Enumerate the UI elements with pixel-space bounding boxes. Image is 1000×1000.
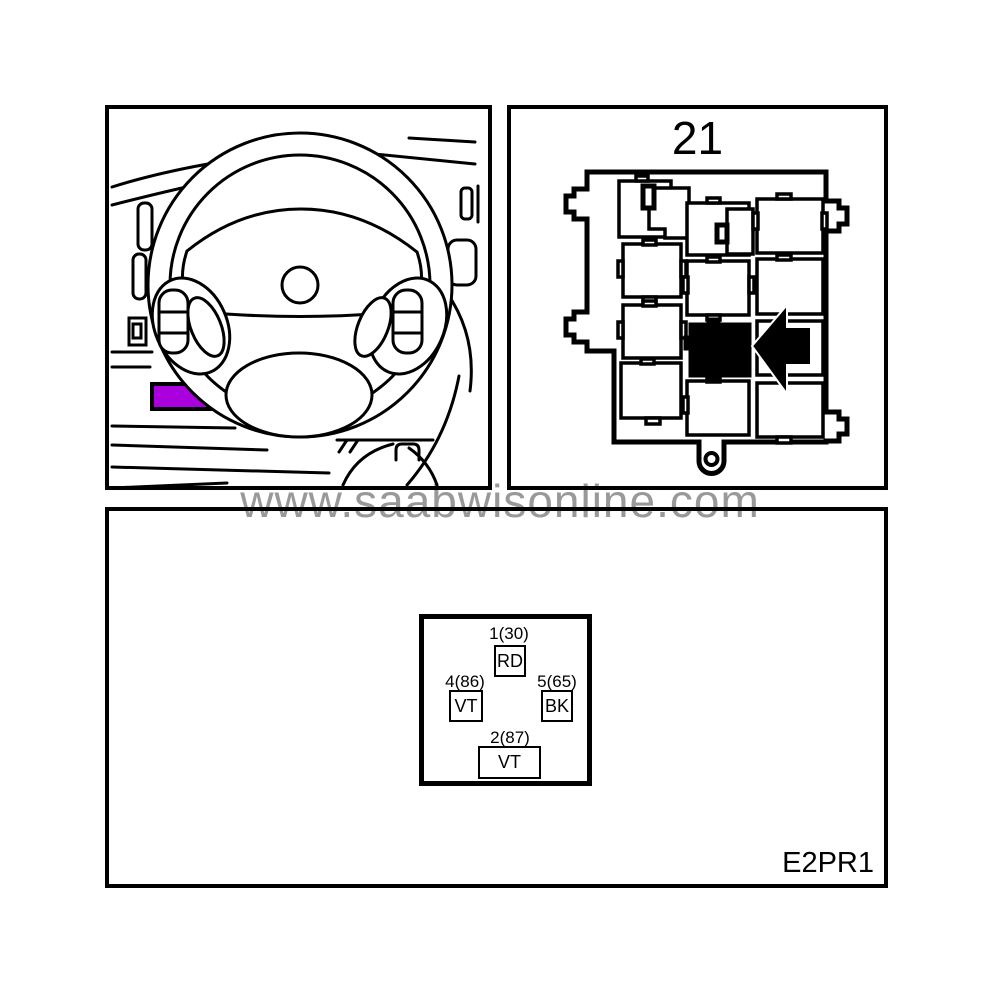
socket-tab [751, 211, 760, 231]
dash-left-lines [110, 350, 154, 369]
relay-box-illustration [563, 169, 850, 476]
socket-tab [616, 320, 625, 340]
socket-tab [775, 192, 793, 201]
mounting-hole [703, 451, 720, 467]
wire-color-box-87: VT [478, 746, 541, 779]
relay-socket [685, 259, 751, 317]
right-pod-dividers [391, 310, 424, 335]
wire-color-box-86: VT [449, 690, 483, 722]
right-switch-pod [391, 288, 424, 355]
horn-hub-circle [280, 265, 320, 305]
pin-label-87: 2(87) [490, 728, 530, 747]
left-vent-slot2 [131, 252, 148, 301]
socket-slot [640, 183, 657, 211]
pin-label-65: 5(65) [537, 672, 577, 691]
selected-relay-tab [706, 317, 721, 325]
relay-socket [621, 303, 683, 360]
lower-spoke-opening [224, 351, 374, 439]
pin-label-86: 4(86) [445, 672, 485, 691]
wire-color-box-65: BK [541, 690, 573, 722]
relay-socket [685, 379, 751, 437]
selected-relay-tab [683, 335, 691, 351]
relay-box-number: 21 [671, 112, 724, 164]
relay-socket [755, 197, 825, 255]
column-curve-left [341, 442, 395, 486]
airbag-pad-top [185, 207, 419, 254]
relay-socket [755, 257, 825, 316]
left-switch-pod [157, 288, 190, 355]
right-thumb-hole [353, 296, 393, 358]
watermark-text: www.saabwisonline.com [240, 475, 760, 527]
left-pod-dividers [157, 310, 190, 335]
left-thumb-hole [186, 296, 226, 358]
pin-label-30: 1(30) [489, 624, 529, 643]
socket-tab [775, 253, 793, 262]
socket-tab [820, 211, 829, 231]
left-switch-inner [131, 322, 143, 340]
arrow-left-icon [750, 302, 812, 398]
socket-slot [714, 222, 730, 245]
socket-tab [681, 395, 690, 415]
socket-tab [644, 416, 662, 426]
socket-tab [641, 238, 658, 247]
relay-socket [647, 186, 691, 240]
dashboard-locator-panel [105, 105, 492, 490]
socket-tab [705, 255, 722, 264]
socket-tab [639, 357, 656, 366]
relay-box-panel: 21 [507, 105, 888, 490]
relay-socket [619, 361, 683, 420]
socket-tab [616, 259, 625, 279]
socket-tab [634, 174, 650, 183]
diagram-code: E2PR1 [782, 847, 874, 879]
right-vent-slot [459, 186, 474, 221]
column-bracket [394, 442, 421, 462]
wire-color-box-30: RD [494, 645, 526, 677]
socket-tab [705, 196, 722, 205]
selected-relay [688, 322, 752, 378]
selected-relay-tab [706, 375, 721, 383]
steering-wheel-illustration [110, 131, 480, 486]
socket-tab [681, 275, 690, 295]
windshield-line2 [407, 136, 477, 144]
relay-socket [621, 242, 683, 299]
relay-socket [725, 207, 755, 256]
console-curve [445, 291, 473, 393]
socket-tab [747, 275, 756, 295]
left-switch [127, 316, 148, 347]
relay-pinout-diagram: 1(30) RD 4(86) VT 5(65) BK 2(87) VT [419, 614, 592, 786]
left-vent-slot [136, 201, 154, 252]
column-curve-right [407, 446, 439, 486]
pinout-panel: 1(30) RD 4(86) VT 5(65) BK 2(87) VT E2PR… [105, 507, 888, 888]
relay-socket [755, 381, 825, 439]
column-hatch [337, 438, 360, 454]
socket-tab [775, 435, 793, 445]
dash-lower-lines [110, 424, 331, 486]
console-curve2 [405, 374, 461, 486]
socket-tab [641, 299, 658, 308]
